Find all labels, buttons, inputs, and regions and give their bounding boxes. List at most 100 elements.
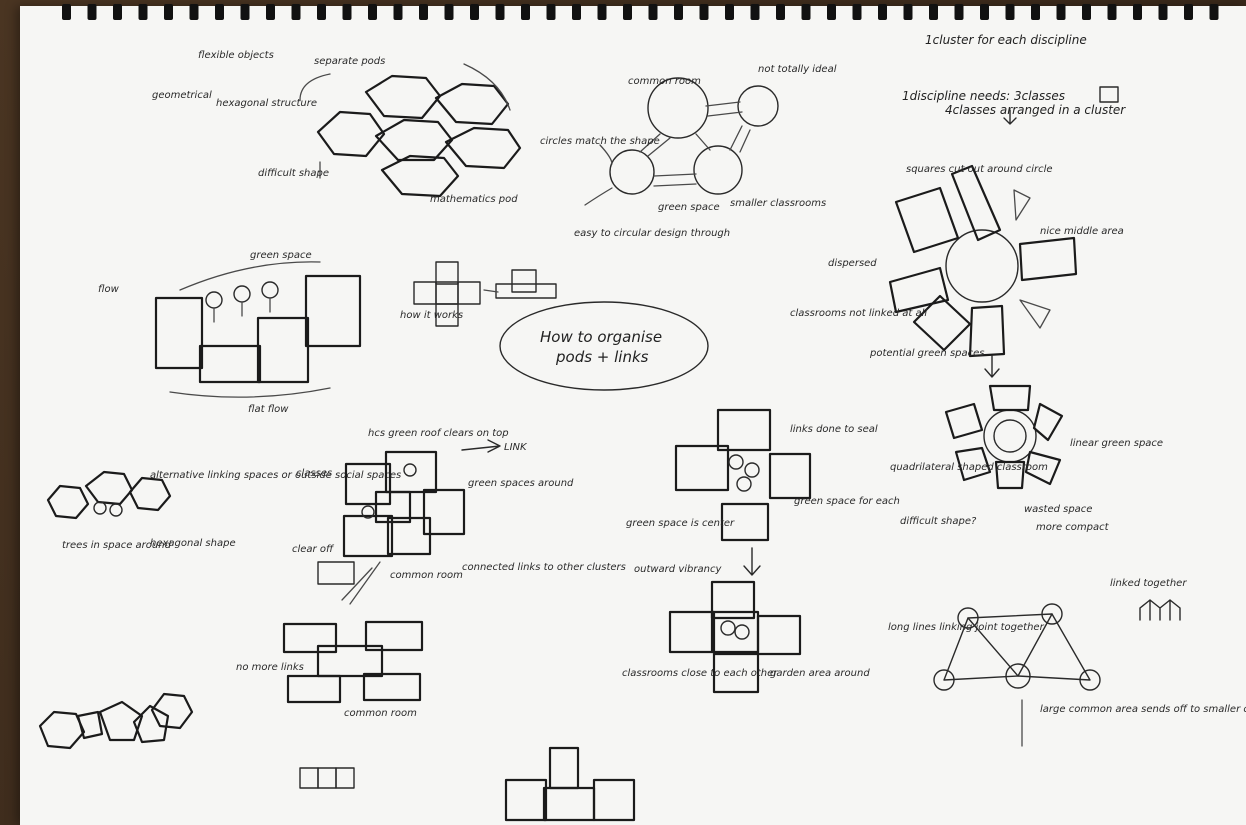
small-boxes	[300, 768, 354, 788]
note-flow: flow	[98, 284, 120, 295]
note-alternative: alternative linking spaces or outside so…	[150, 470, 401, 481]
note-links-done: links done to seal	[790, 424, 878, 435]
binding-ring	[955, 4, 964, 20]
binding-ring	[1210, 4, 1219, 20]
arrow-down-icon	[985, 356, 999, 377]
title-oval	[500, 302, 708, 390]
binding-ring	[598, 4, 607, 20]
note-difficult-shape-2: difficult shape?	[900, 516, 977, 527]
binding-ring	[88, 4, 97, 20]
note-nice-middle: nice middle area	[1040, 226, 1124, 237]
binding-ring	[1133, 4, 1142, 20]
note-easy-circular: easy to circular design through	[574, 228, 730, 239]
note-separate-pods: separate pods	[314, 56, 385, 67]
note-classes: classes	[296, 468, 332, 479]
note-large-common: large common area sends off to smaller c…	[1040, 704, 1246, 715]
note-quadrilateral: quadrilateral shaped classroom	[890, 462, 1048, 473]
small-square	[1100, 87, 1118, 102]
binding-ring	[266, 4, 275, 20]
note-common-room: common room	[628, 76, 701, 87]
binding-ring	[776, 4, 785, 20]
note-classrooms-not-linked: classrooms not linked at all	[790, 308, 927, 319]
note-classrooms-close: classrooms close to each other	[622, 668, 778, 679]
binding-ring	[572, 4, 581, 20]
note-geometrical: geometrical	[152, 90, 212, 101]
binding-ring	[980, 4, 989, 20]
note-garden-area: garden area around	[770, 668, 870, 679]
note-outdoor-green: green space for each	[794, 496, 900, 507]
arrow-right-icon	[462, 440, 500, 452]
note-classes-arranged: 4classes arranged in a cluster	[945, 103, 1126, 117]
binding-ring	[368, 4, 377, 20]
binding-ring	[1006, 4, 1015, 20]
note-linear-green: linear green space	[1070, 438, 1163, 449]
binding-ring	[394, 4, 403, 20]
binding-ring	[904, 4, 913, 20]
note-connected-links: connected links to other clusters	[462, 562, 626, 573]
note-flat-flow: flat flow	[248, 404, 289, 415]
note-difficult-shape: difficult shape	[258, 168, 329, 179]
note-potential-green: potential green spaces	[869, 348, 985, 359]
note-mathematics-pod: mathematics pod	[430, 194, 518, 205]
note-not-totally-ideal: not totally ideal	[758, 64, 837, 75]
binding-ring	[343, 4, 352, 20]
binding-ring	[674, 4, 683, 20]
note-smaller-classrooms: smaller classrooms	[730, 198, 826, 209]
binding-ring	[751, 4, 760, 20]
central-title-line2: pods + links	[555, 348, 649, 366]
note-how-it-works: how it works	[400, 310, 463, 321]
binding-ring	[317, 4, 326, 20]
note-link: LINK	[504, 442, 528, 453]
hex-chain	[40, 694, 192, 748]
note-hexagonal-structure: hexagonal structure	[216, 98, 317, 109]
note-trees-in-space: trees in space around	[62, 540, 172, 551]
note-green-space-center: green space is center	[626, 518, 735, 529]
note-common-room-2: common room	[390, 570, 463, 581]
note-dispersed: dispersed	[828, 258, 877, 269]
binding-ring	[649, 4, 658, 20]
binding-ring	[521, 4, 530, 20]
binding-ring	[1159, 4, 1168, 20]
binding-ring	[878, 4, 887, 20]
note-discipline-needs: 1discipline needs: 3classes	[902, 89, 1065, 103]
binding-ring	[139, 4, 148, 20]
binding-ring	[929, 4, 938, 20]
binding-ring	[1082, 4, 1091, 20]
note-linked-together: linked together	[1110, 578, 1187, 589]
h-shape	[284, 622, 422, 702]
binding-ring	[164, 4, 173, 20]
binding-ring	[547, 4, 556, 20]
binding-ring	[113, 4, 122, 20]
note-clear-off: clear off	[292, 544, 335, 555]
note-no-more-links: no more links	[236, 662, 304, 673]
note-cluster-each: 1cluster for each discipline	[925, 33, 1087, 47]
bottom-block	[506, 748, 634, 820]
binding-ring	[1057, 4, 1066, 20]
binding-ring	[419, 4, 428, 20]
binding-ring	[62, 4, 71, 20]
binding-ring	[1031, 4, 1040, 20]
binding-ring	[292, 4, 301, 20]
binding-ring	[853, 4, 862, 20]
binding-ring	[725, 4, 734, 20]
central-title-line1: How to organise	[540, 328, 662, 346]
binding-ring	[1184, 4, 1193, 20]
binding-ring	[802, 4, 811, 20]
note-green-space: green space	[658, 202, 720, 213]
binding-ring	[470, 4, 479, 20]
binding-ring	[445, 4, 454, 20]
binding-ring	[215, 4, 224, 20]
note-wasted-space: wasted space	[1024, 504, 1092, 515]
hexagon-cluster	[300, 64, 520, 196]
note-green-spaces-around: green spaces around	[468, 478, 574, 489]
binding-ring	[623, 4, 632, 20]
note-hc-green-roof: hcs green roof clears on top	[368, 428, 509, 439]
note-squares-cut-out: squares cut out around circle	[906, 164, 1053, 175]
note-flexible-objects: flexible objects	[198, 50, 274, 61]
binding-ring	[190, 4, 199, 20]
spiral-binding	[62, 4, 1219, 20]
binding-ring	[496, 4, 505, 20]
flow-blocks	[156, 262, 360, 397]
